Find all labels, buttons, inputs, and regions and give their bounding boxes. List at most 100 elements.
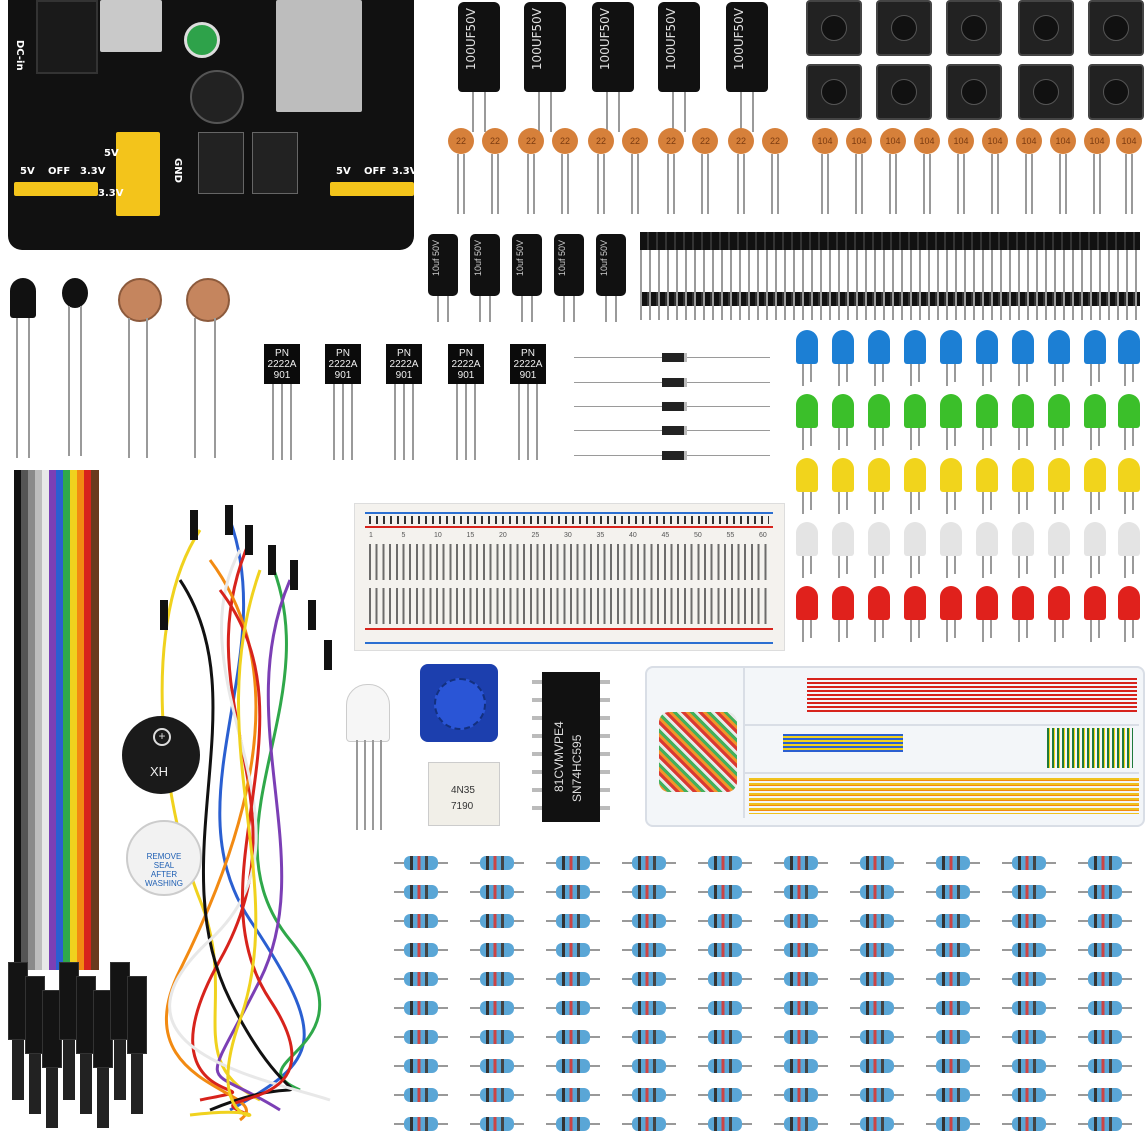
column-number: 55 <box>726 532 735 539</box>
lead <box>910 620 912 642</box>
blue-yellow-jumpers <box>783 734 903 752</box>
diode <box>662 378 687 387</box>
lead <box>910 364 912 386</box>
resistor <box>698 1001 752 1015</box>
right-off-label: OFF <box>364 166 387 177</box>
lead <box>846 428 848 446</box>
lead <box>954 620 956 638</box>
resistor <box>1078 856 1132 870</box>
resistor <box>926 1030 980 1044</box>
resistor <box>1002 1059 1056 1073</box>
photoresistor-2 <box>186 278 230 322</box>
lead <box>874 620 876 642</box>
led <box>1118 330 1140 364</box>
lead <box>463 154 465 214</box>
lead <box>802 364 804 386</box>
pin-header-strip-1 <box>640 232 1140 250</box>
electrolytic-capacitor: 100UF50V <box>524 2 566 92</box>
resistor <box>1078 943 1132 957</box>
resistor <box>926 885 980 899</box>
lead <box>637 154 639 214</box>
electrolytic-capacitor: 100UF50V <box>458 2 500 92</box>
lead <box>412 384 414 460</box>
lead <box>874 556 876 578</box>
pin-header <box>116 132 160 216</box>
led <box>904 458 926 492</box>
box-divider <box>743 724 1139 726</box>
lead <box>874 492 876 514</box>
resistor <box>926 1059 980 1073</box>
led <box>1012 330 1034 364</box>
led <box>1012 458 1034 492</box>
lead <box>990 620 992 638</box>
transistor-line2: 2222A <box>389 359 419 370</box>
led <box>940 458 962 492</box>
lead <box>802 428 804 450</box>
lead <box>606 92 608 132</box>
lead <box>1018 364 1020 386</box>
lead <box>827 154 829 214</box>
photoresistor-1 <box>118 278 162 322</box>
lead <box>1065 154 1067 214</box>
resistor <box>394 914 448 928</box>
lead <box>491 154 493 214</box>
led <box>940 394 962 428</box>
lead <box>802 492 804 514</box>
led <box>940 330 962 364</box>
resistor <box>394 1001 448 1015</box>
tactile-button <box>1018 64 1074 120</box>
led <box>904 394 926 428</box>
lead <box>1090 492 1092 514</box>
resistor <box>1002 885 1056 899</box>
ribbon-wire <box>21 470 29 970</box>
ribbon-wire <box>28 470 36 970</box>
power-led <box>184 22 220 58</box>
transistor-line1: PN <box>336 348 350 359</box>
resistor <box>546 914 600 928</box>
rail-blue-bottom <box>365 642 773 644</box>
electrolytic-capacitor: 100UF50V <box>658 2 700 92</box>
lead <box>821 154 823 214</box>
led <box>976 394 998 428</box>
led <box>868 330 890 364</box>
ic-pin <box>532 752 542 756</box>
led <box>1084 394 1106 428</box>
lead <box>281 384 283 460</box>
lead <box>737 154 739 214</box>
lead <box>1098 620 1100 638</box>
tactile-button <box>1088 0 1144 56</box>
ic-pin <box>532 788 542 792</box>
ic-line-2: SN74HC595 <box>570 734 584 802</box>
lead <box>838 492 840 514</box>
resistor <box>1002 972 1056 986</box>
lead <box>882 492 884 510</box>
lead <box>16 318 18 458</box>
led <box>904 586 926 620</box>
lead <box>882 364 884 382</box>
rail-blue <box>365 512 773 514</box>
ic-pin <box>532 716 542 720</box>
lead <box>1090 620 1092 642</box>
lead <box>672 92 674 132</box>
resistor <box>394 972 448 986</box>
lead <box>1026 556 1028 574</box>
ribbon-wire <box>42 470 50 970</box>
led <box>832 586 854 620</box>
resistor <box>698 885 752 899</box>
ceramic-capacitor: 104 <box>812 128 838 154</box>
lead <box>882 620 884 638</box>
ribbon-wire <box>35 470 43 970</box>
resistor <box>622 1117 676 1131</box>
green-jumpers <box>1047 728 1133 768</box>
lead <box>918 620 920 638</box>
rail-red-bottom <box>365 628 773 630</box>
lead <box>910 556 912 578</box>
lead <box>550 92 552 132</box>
lead <box>394 384 396 460</box>
led <box>796 458 818 492</box>
lead <box>740 92 742 132</box>
resistor <box>850 1059 904 1073</box>
lead <box>1098 492 1100 510</box>
